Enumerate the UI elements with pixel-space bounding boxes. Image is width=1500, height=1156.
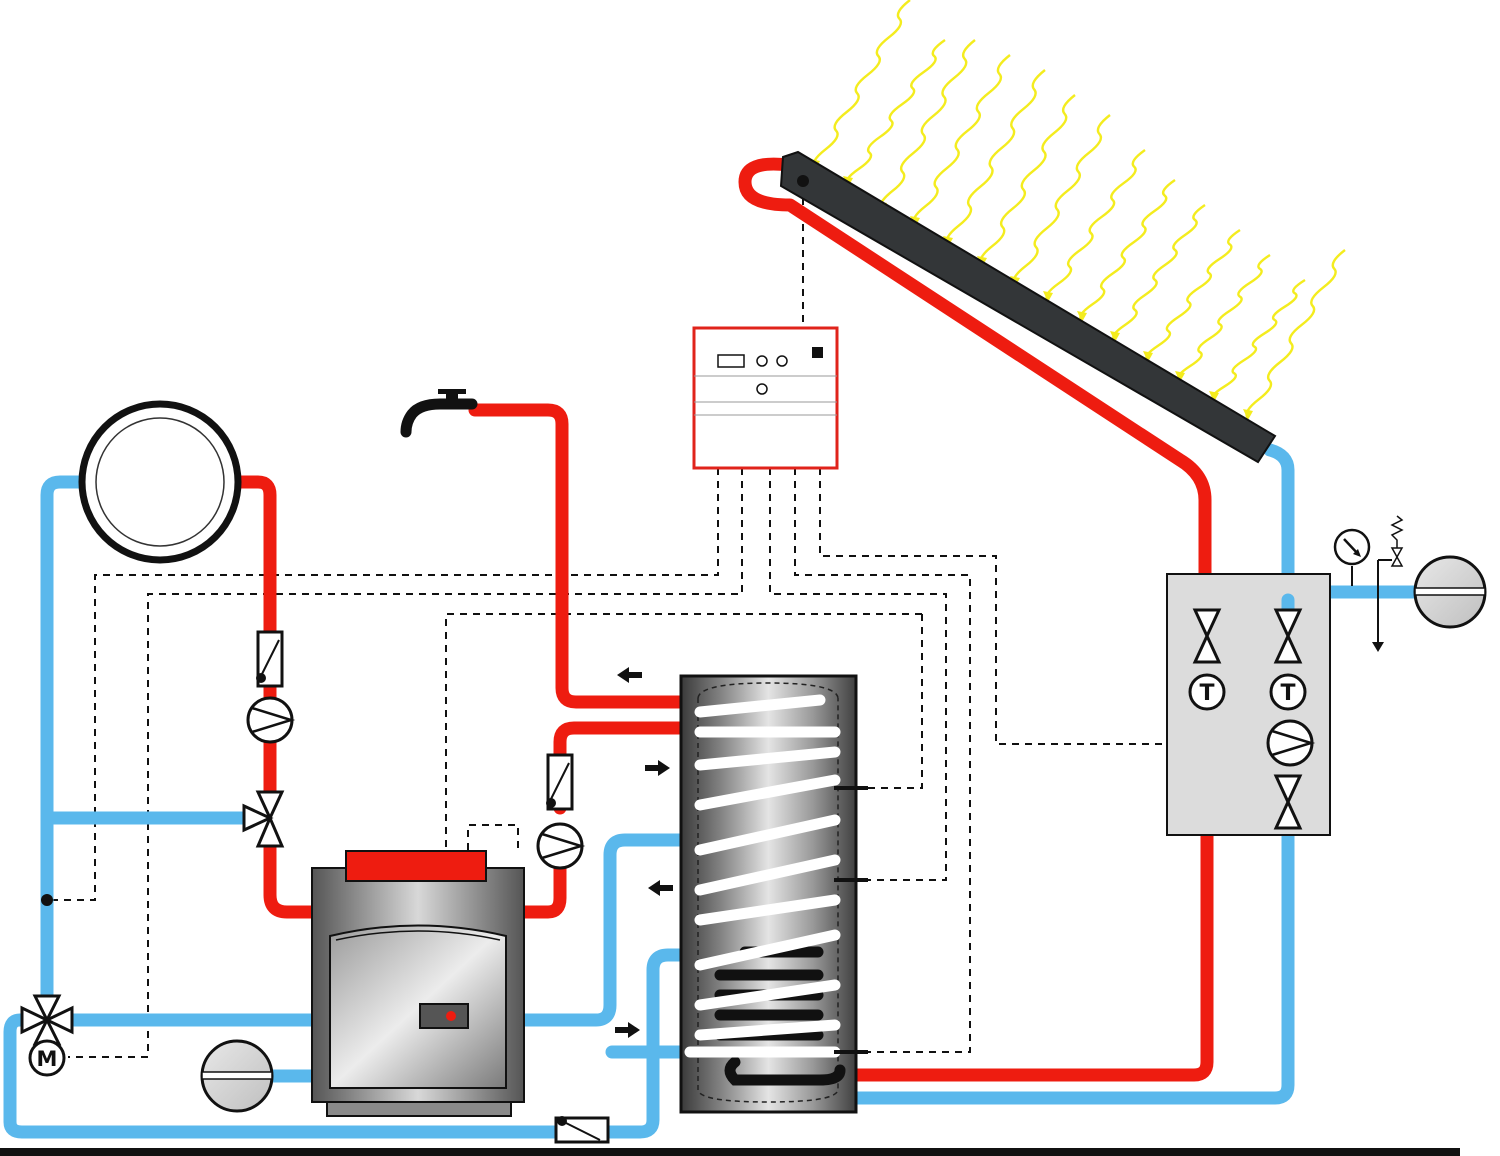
solar-pump-icon (1266, 719, 1316, 767)
sun-ray (1045, 149, 1146, 301)
hot-pipes (233, 157, 1214, 1082)
arrow-left-icon (648, 880, 673, 896)
sun-ray (879, 39, 976, 211)
solar-controller (692, 326, 839, 470)
motor-label: M (37, 1047, 58, 1071)
controller-knob (756, 383, 768, 395)
controller-display (717, 354, 745, 368)
safety-valve (1372, 515, 1404, 652)
pressure-gauge (1333, 528, 1371, 586)
sun-ray (1211, 278, 1306, 402)
thermometer-icon: T (1188, 673, 1226, 711)
sun-ray (979, 94, 1076, 266)
flow-meter-icon (256, 630, 284, 688)
sun-ray (912, 54, 1011, 226)
expansion-vessel-small (200, 1039, 274, 1113)
controller-knob (776, 355, 788, 367)
loading-pump-icon (536, 822, 586, 870)
sun-ray (1145, 228, 1241, 362)
cold-pipe-bottom (603, 948, 692, 1139)
solar-heat-exchanger-coil (684, 694, 841, 1058)
hot-pipe-collector-loop (738, 157, 1212, 613)
controller-knob (756, 355, 768, 367)
shutoff-valve (1273, 608, 1303, 664)
sun-ray-arrowhead (1143, 351, 1153, 362)
collector-sensor (797, 175, 809, 187)
boiler-display (419, 1003, 469, 1029)
boiler-indicator-light (446, 1011, 456, 1021)
arrow-left-icon (617, 667, 642, 683)
flow-meter-icon (546, 753, 574, 811)
expansion-vessel (78, 400, 242, 564)
hot-water-tap (400, 389, 478, 438)
thermometer-label: T (1199, 681, 1214, 706)
cold-pipe-station-top (1263, 443, 1295, 613)
three-way-valve (242, 790, 285, 848)
ground-line (0, 1148, 1460, 1156)
sun-ray-arrowhead (1043, 291, 1053, 302)
cold-pipe-bypass (3, 1013, 567, 1139)
shutoff-valve (1273, 774, 1303, 830)
sun-ray (1245, 249, 1346, 419)
thermometer-label: T (1280, 681, 1295, 706)
solar-pump-station (1166, 573, 1331, 836)
shutoff-valve (1192, 608, 1222, 664)
cold-pipe-boiler-to-tank (517, 833, 692, 1027)
sun-ray-arrowhead (1077, 311, 1087, 322)
sun-ray (812, 0, 911, 169)
solar-collector-panel (779, 150, 1277, 464)
hot-pipe-boiler-to-coil (517, 721, 692, 919)
sun-ray-arrowhead (1243, 409, 1253, 420)
hot-pipe-tap (468, 403, 692, 709)
flow-arrows (615, 667, 673, 1038)
sun-ray-arrowhead (1175, 371, 1185, 382)
controller-indicator (812, 347, 823, 358)
arrow-right-icon (645, 760, 670, 776)
solar-expansion-vessel (1413, 555, 1487, 629)
motorized-mixing-valve: M (20, 994, 74, 1077)
arrow-right-icon (615, 1022, 640, 1038)
outdoor-sensor-junction (41, 894, 53, 906)
thermometer-icon: T (1269, 673, 1307, 711)
sun-ray (845, 39, 946, 186)
heating-pump-icon (246, 696, 296, 744)
hot-water-storage-tank (679, 674, 868, 1114)
hot-pipe-station-down (838, 705, 1214, 1082)
sun-ray (1012, 114, 1111, 286)
heating-boiler (311, 850, 525, 1117)
sun-ray (1177, 253, 1271, 382)
sun-ray-arrowhead (1209, 391, 1219, 402)
sun-ray (945, 69, 1046, 246)
cold-pipe-vessel-loop (40, 475, 92, 1005)
sun-ray (1079, 179, 1176, 321)
flow-meter-icon (554, 1116, 610, 1144)
sun-ray-arrowhead (1110, 331, 1120, 342)
hot-pipe-vessel-feed (233, 475, 277, 639)
control-wiring (47, 185, 1270, 1058)
cold-pipe-solar-return (848, 828, 1295, 1105)
sun-ray (1112, 204, 1206, 341)
